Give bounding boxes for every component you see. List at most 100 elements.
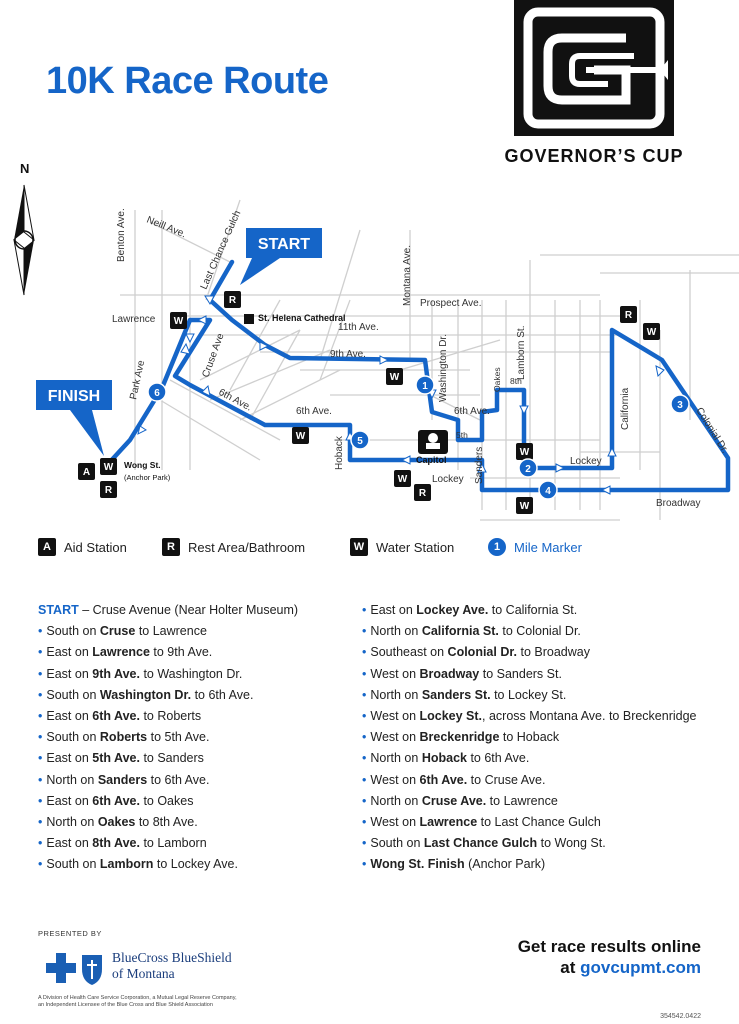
bullet-icon: •: [38, 645, 43, 660]
north-arrow: N: [13, 161, 35, 296]
direction-item: •East on 6th Ave. to Oakes: [38, 791, 298, 812]
stations: R W W W W R W W R W A W R: [78, 291, 660, 514]
direction-verb: East on: [46, 709, 93, 724]
street-label: Cruse Ave: [200, 332, 226, 379]
bullet-icon: •: [362, 836, 367, 851]
direction-target: , across Montana Ave. to Breckenridge: [482, 709, 697, 724]
results-url-link[interactable]: govcupmt.com: [580, 958, 701, 977]
direction-item: •East on 5th Ave. to Sanders: [38, 748, 298, 769]
bullet-icon: •: [38, 857, 43, 872]
svg-text:W: W: [174, 316, 184, 327]
direction-street: 6th Ave.: [419, 772, 468, 787]
direction-verb: East on: [46, 793, 93, 808]
direction-target: to 6th Ave.: [147, 772, 210, 787]
direction-verb: South on: [46, 857, 100, 872]
direction-street: Washington Dr.: [99, 687, 192, 702]
svg-text:6: 6: [154, 388, 160, 399]
map-legend: A Aid Station R Rest Area/Bathroom W Wat…: [0, 538, 739, 560]
svg-text:A: A: [83, 467, 90, 478]
bcbs-logo-icon: [38, 951, 106, 992]
results-line-1: Get race results online: [517, 937, 701, 956]
bullet-icon: •: [38, 836, 43, 851]
legend-mile-marker: 1 Mile Marker: [488, 538, 582, 556]
fine-print-1: A Division of Health Care Service Corpor…: [38, 995, 237, 1001]
street-label: Hoback: [334, 435, 345, 470]
svg-text:3: 3: [677, 400, 683, 411]
direction-street: Lamborn: [99, 857, 154, 872]
direction-item: •West on Broadway to Sanders St.: [362, 664, 697, 685]
svg-text:W: W: [390, 372, 400, 383]
direction-target: to Sanders St.: [479, 666, 562, 681]
direction-item: •North on Hoback to 6th Ave.: [362, 748, 697, 769]
aid-station-marker: A: [78, 463, 95, 480]
bullet-icon: •: [362, 751, 367, 766]
direction-item: •North on California St. to Colonial Dr.: [362, 621, 697, 642]
direction-street: Cruse: [99, 624, 136, 639]
street-label: 8th: [510, 376, 522, 386]
svg-text:R: R: [105, 485, 113, 496]
direction-target: to 8th Ave.: [135, 815, 198, 830]
svg-text:W: W: [296, 431, 306, 442]
route-map: N START FINISH Benton Ave. Neill Ave. La…: [13, 161, 739, 521]
mile-marker-icon: 1: [488, 538, 506, 556]
governors-cup-logo: [514, 0, 674, 136]
direction-target: to Lockey Ave.: [153, 857, 238, 872]
direction-verb: North on: [370, 624, 422, 639]
street-label: 5th: [456, 430, 468, 440]
mile-marker-2: 2: [518, 458, 538, 478]
direction-verb: Southeast on: [370, 645, 448, 660]
svg-text:W: W: [520, 447, 530, 458]
street-label: Benton Ave.: [116, 208, 127, 262]
mile-marker-4: 4: [538, 480, 558, 500]
street-label: Neill Ave.: [145, 215, 188, 241]
street-label: Washington Dr.: [438, 334, 449, 402]
cathedral-marker: [244, 314, 254, 324]
direction-target: to Cruse Ave.: [467, 772, 546, 787]
direction-item: •West on Lawrence to Last Chance Gulch: [362, 812, 697, 833]
bullet-icon: •: [362, 624, 367, 639]
direction-street: Cruse Ave.: [421, 793, 487, 808]
bullet-icon: •: [38, 730, 43, 745]
direction-street: Oakes: [97, 815, 136, 830]
street-label: 9th Ave.: [330, 349, 366, 360]
fine-print: A Division of Health Care Service Corpor…: [38, 995, 237, 1009]
street-label: 11th Ave.: [338, 322, 379, 333]
svg-text:5: 5: [357, 436, 363, 447]
direction-target: to 6th Ave.: [466, 751, 530, 766]
bullet-icon: •: [38, 624, 43, 639]
direction-verb: South on: [46, 624, 100, 639]
direction-street: Broadway: [419, 666, 480, 681]
street-label: Lockey: [570, 456, 602, 467]
direction-verb: North on: [370, 687, 422, 702]
street-label: Lamborn St.: [516, 326, 527, 380]
direction-target: to California St.: [488, 603, 578, 617]
rest-area-icon: R: [162, 538, 180, 556]
finish-callout: FINISH: [36, 380, 112, 456]
street-label: Lockey: [432, 474, 464, 485]
direction-street: Sanders St.: [421, 687, 491, 702]
svg-text:W: W: [398, 474, 408, 485]
water-station-marker: W: [643, 323, 660, 340]
direction-item: •Wong St. Finish (Anchor Park): [362, 854, 697, 875]
sponsor-line-1: BlueCross BlueShield: [112, 950, 232, 965]
direction-start: START​ – Cruse Avenue (Near Holter Museu…: [38, 600, 298, 621]
landmark-label: (Anchor Park): [124, 473, 171, 482]
direction-target: to Last Chance Gulch: [477, 815, 601, 830]
mile-marker-3: 3: [670, 394, 690, 414]
direction-street: Roberts: [99, 730, 148, 745]
direction-verb: West on: [370, 666, 420, 681]
direction-item: •South on Roberts to 5th Ave.: [38, 727, 298, 748]
governors-cup-label: GOVERNOR’S CUP: [504, 146, 684, 166]
legend-water-station: W Water Station: [350, 538, 454, 556]
svg-text:1: 1: [422, 381, 428, 392]
direction-target: to Roberts: [139, 709, 202, 724]
legend-label: Water Station: [376, 539, 455, 555]
direction-target: to Lamborn: [139, 836, 207, 851]
direction-target: to Broadway: [517, 645, 590, 660]
direction-verb: North on: [46, 772, 98, 787]
bullet-icon: •: [362, 730, 367, 745]
direction-target: to 6th Ave.: [191, 687, 254, 702]
direction-verb: South on: [46, 687, 100, 702]
legend-label: Mile Marker: [514, 539, 582, 555]
legend-aid-station: A Aid Station: [38, 538, 127, 556]
